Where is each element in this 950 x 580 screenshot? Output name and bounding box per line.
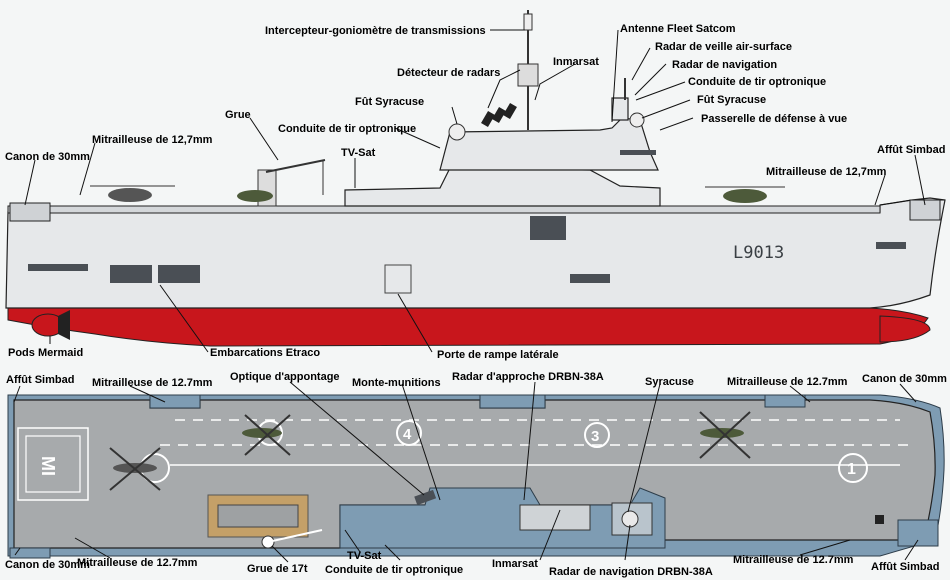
label-affut-simbad-br: Affût Simbad [871, 561, 939, 573]
flight-deck-edge [7, 205, 881, 214]
label-canon-bl: Canon de 30mm [5, 559, 90, 571]
hull-number: L9013 [733, 243, 784, 263]
syracuse-dome-fwd-icon [629, 112, 645, 128]
label-mitrailleuse-tr: Mitrailleuse de 12.7mm [727, 376, 848, 388]
label-radar-nav-top: Radar de navigation DRBN-38A [549, 566, 713, 578]
label-radar-nav: Radar de navigation [672, 59, 777, 71]
elevator-platform [217, 504, 299, 528]
label-canon-left: Canon de 30mm [5, 151, 90, 163]
side-ramp-door [384, 264, 412, 294]
syracuse-dome-icon [448, 123, 466, 141]
spot-circle-4: 4 [396, 420, 422, 446]
label-mitrailleuse-br: Mitrailleuse de 12.7mm [733, 554, 854, 566]
syracuse-top-icon [621, 510, 639, 528]
label-pods: Pods Mermaid [8, 347, 83, 359]
label-mitrailleuse-left: Mitrailleuse de 12,7mm [92, 134, 213, 146]
bridge-windows [620, 150, 656, 155]
side-leaders [24, 29, 926, 353]
label-grue: Grue [225, 109, 251, 121]
island-radar-deck [519, 504, 591, 531]
hull-vents-fwd [570, 274, 610, 283]
label-grue-17t: Grue de 17t [247, 563, 308, 575]
label-syracuse: Syracuse [645, 376, 694, 388]
label-optique: Optique d'appontage [230, 371, 340, 383]
mast-platform [517, 63, 539, 87]
label-monte-munitions: Monte-munitions [352, 377, 441, 389]
label-inmarsat-top: Inmarsat [492, 558, 538, 570]
label-tv-sat-top: TV-Sat [347, 550, 382, 562]
island-lower [344, 167, 661, 207]
helicopter-top-fwd-icon [699, 411, 751, 459]
label-radar-approche: Radar d'approche DRBN-38A [452, 371, 604, 383]
helicopter-fwd-icon [705, 186, 785, 203]
radar-detector-icon [481, 102, 517, 128]
optique-icon [414, 489, 437, 506]
hull-side [5, 197, 946, 309]
label-mitrailleuse-bl: Mitrailleuse de 12.7mm [77, 557, 198, 569]
hull-red-bottom [7, 307, 929, 347]
spot-circle-3: 3 [584, 422, 610, 448]
label-inmarsat: Inmarsat [553, 56, 599, 68]
spot-circle-1: 1 [838, 453, 868, 483]
label-conduite-tir-right: Conduite de tir optronique [688, 76, 826, 88]
stern-pad [17, 427, 89, 501]
side-view: L9013 [5, 10, 946, 347]
label-affut-simbad: Affût Simbad [877, 144, 945, 156]
sponson-aft [9, 202, 51, 222]
label-conduite-tir-top: Conduite de tir optronique [325, 564, 463, 576]
label-radar-veille: Radar de veille air-surface [655, 41, 792, 53]
boat-etraco-1 [110, 265, 152, 283]
label-canon-tr: Canon de 30mm [862, 373, 947, 385]
pods-mermaid-icon [31, 310, 70, 340]
label-affut-simbad-tl: Affût Simbad [6, 374, 74, 386]
label-fut-syracuse-right: Fût Syracuse [697, 94, 766, 106]
label-mitrailleuse-right: Mitrailleuse de 12,7mm [766, 166, 887, 178]
gun-br-icon [875, 515, 884, 524]
helicopter-top-mid-icon [242, 414, 291, 456]
label-fut-syracuse-left: Fût Syracuse [355, 96, 424, 108]
boat-etraco-2 [158, 265, 200, 283]
top-labels: Optique d'appontage Affût Simbad Mitrail… [5, 371, 947, 578]
bulbous-bow [879, 315, 931, 343]
label-embarcations: Embarcations Etraco [210, 347, 320, 359]
side-labels: Intercepteur-goniomètre de transmissions… [5, 23, 945, 361]
sponson-fwd [909, 199, 941, 221]
sponson-tm [479, 394, 546, 409]
crane-top-icon [261, 529, 323, 549]
label-antenne-fleet: Antenne Fleet Satcom [620, 23, 736, 35]
helicopter-mid-icon [237, 190, 273, 202]
intercepteur-icon [523, 13, 533, 31]
sponson-tr [764, 394, 806, 408]
label-tv-sat: TV-Sat [341, 147, 376, 159]
hull-vents [28, 264, 88, 271]
label-porte-rampe: Porte de rampe latérale [437, 349, 559, 361]
top-view: MI 4 3 1 [7, 394, 945, 559]
sponson-br [897, 519, 939, 547]
deck-mark-4: 4 [403, 426, 412, 443]
label-mitrailleuse-tl: Mitrailleuse de 12.7mm [92, 377, 213, 389]
mast-housing [611, 97, 629, 121]
sponson-bl [9, 547, 51, 559]
label-conduite-tir-left: Conduite de tir optronique [278, 123, 416, 135]
deck-mark-1: 1 [847, 461, 856, 478]
label-intercepteur: Intercepteur-goniomètre de transmissions [265, 25, 486, 37]
sponson-tl [149, 394, 201, 409]
side-door [530, 216, 566, 240]
top-leaders [13, 381, 919, 563]
island-upper [439, 117, 659, 171]
label-detecteur: Détecteur de radars [397, 67, 500, 79]
helicopter-aft-icon [90, 185, 175, 202]
deck-mark-3: 3 [591, 428, 599, 445]
deck-mark-mi: MI [38, 456, 58, 476]
bow-ports [876, 242, 906, 249]
helicopter-top-aft-icon [109, 447, 161, 491]
label-passerelle: Passerelle de défense à vue [701, 113, 847, 125]
